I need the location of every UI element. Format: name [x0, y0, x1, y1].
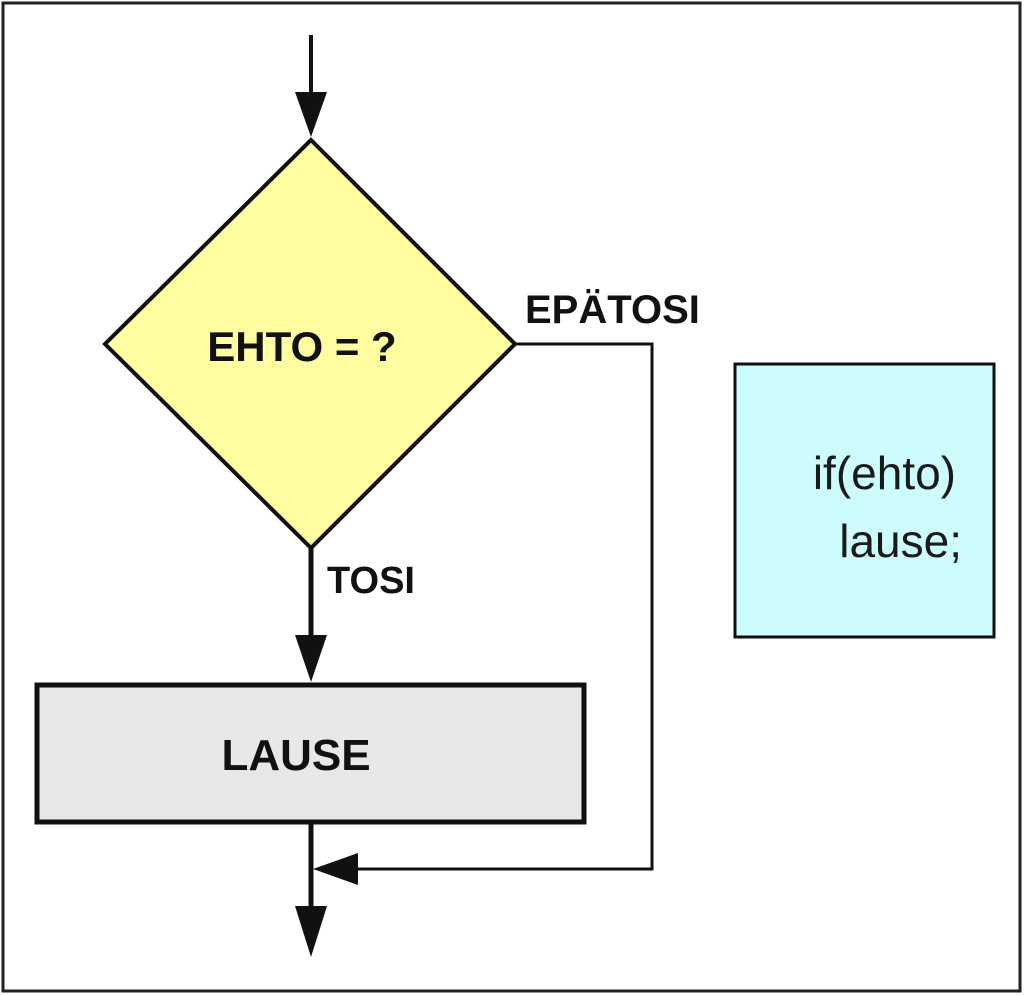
entry-arrow-icon	[295, 92, 327, 137]
code-line-2: lause;	[839, 515, 962, 567]
code-box	[733, 362, 996, 639]
false-branch-label: EPÄTOSI	[525, 288, 700, 332]
decision-label: EHTO = ?	[207, 323, 396, 370]
true-branch-arrow-icon	[295, 635, 327, 682]
true-branch-label: TOSI	[327, 560, 415, 602]
code-line-1: if(ehto)	[813, 447, 956, 499]
false-branch-line	[345, 342, 654, 871]
statement-label: LAUSE	[221, 731, 370, 780]
exit-arrow-icon	[295, 906, 327, 957]
false-merge-arrow-icon	[313, 853, 358, 885]
